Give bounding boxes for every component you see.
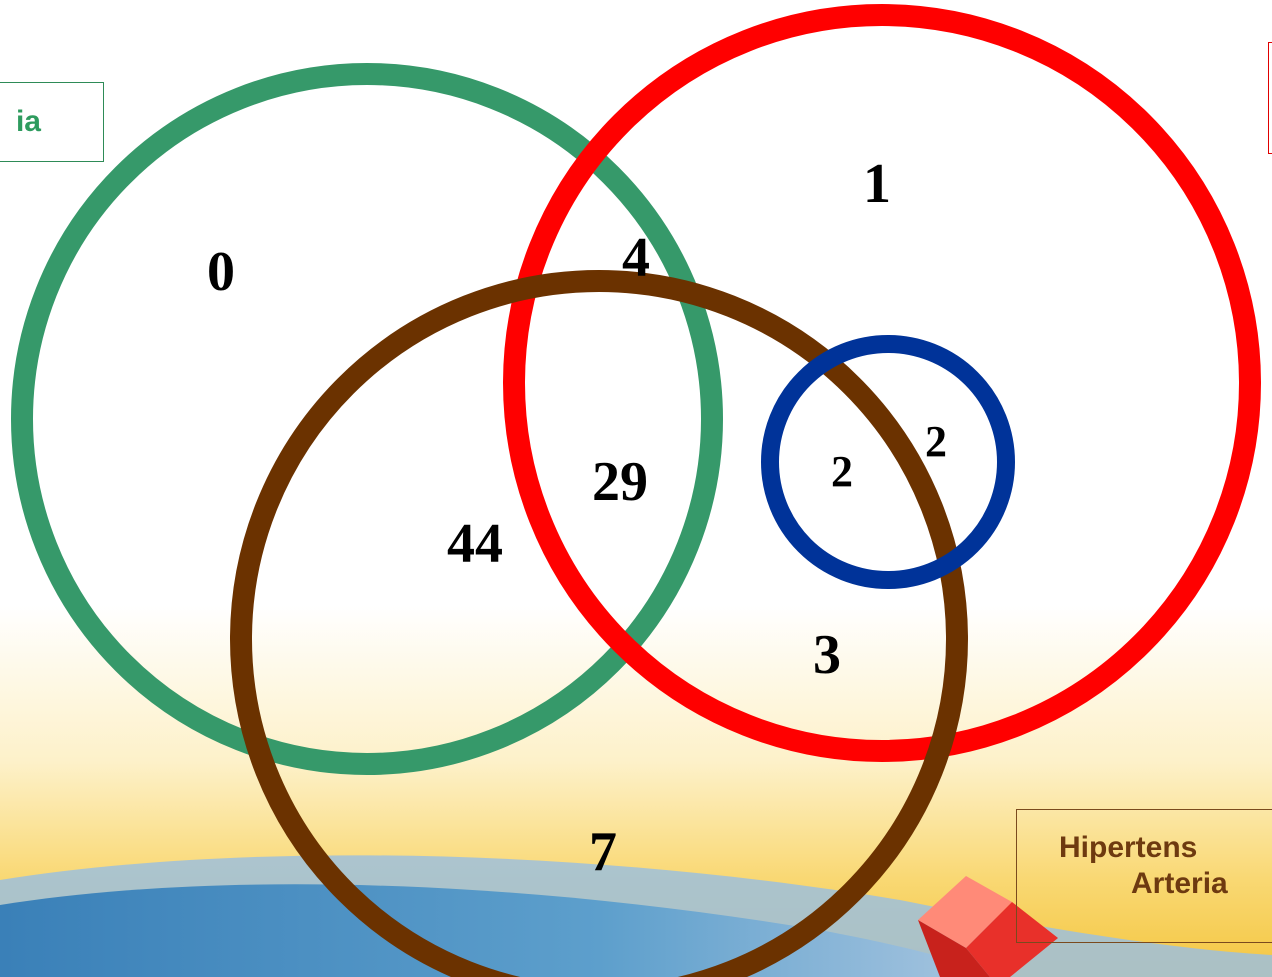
red-set-label — [1268, 42, 1272, 154]
region-green-brown: 44 — [447, 513, 503, 575]
green-set-label-text: ia — [16, 105, 41, 139]
region-blue-red-brown: 2 — [831, 447, 853, 496]
region-blue-red: 2 — [925, 417, 947, 466]
green-set-label: ia — [0, 82, 104, 162]
region-brown-only: 7 — [589, 821, 617, 883]
region-red-brown: 3 — [813, 624, 841, 686]
region-green-only: 0 — [207, 241, 235, 303]
region-green-red-brown: 29 — [592, 451, 648, 513]
region-green-red: 4 — [622, 227, 650, 289]
brown-set-label-line2: Arteria — [1059, 866, 1272, 902]
region-red-only: 1 — [863, 153, 891, 215]
brown-set-label-line1: Hipertens — [1059, 831, 1197, 864]
brown-set-label: Hipertens Arteria — [1016, 809, 1272, 943]
